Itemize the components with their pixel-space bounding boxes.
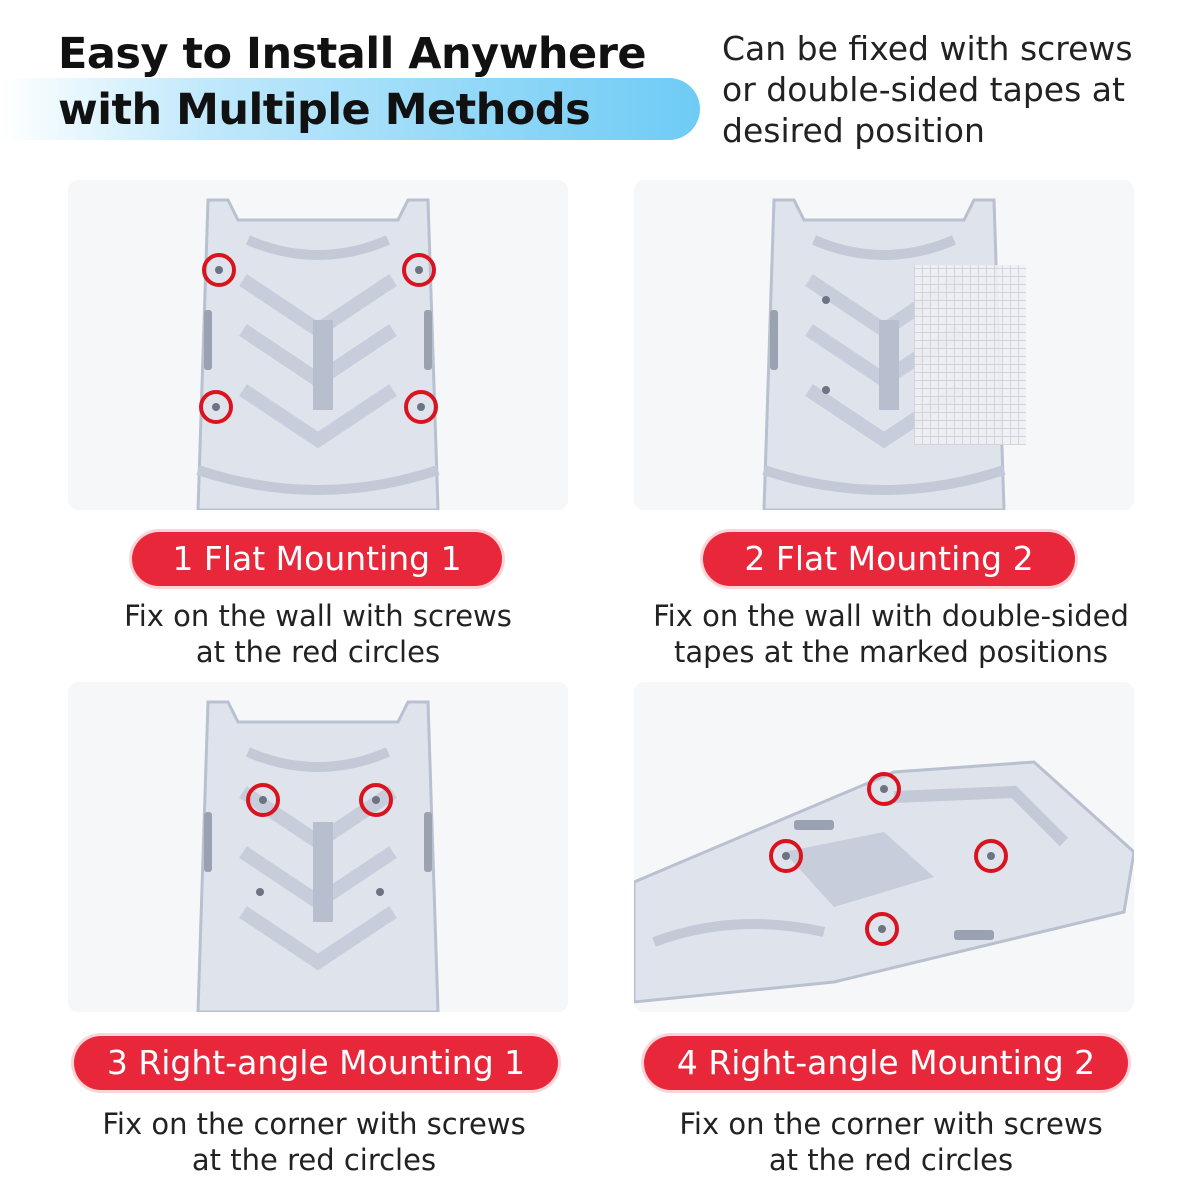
title-line-2: with Multiple Methods [58,85,591,135]
corner-mount-bracket-angled-image [634,682,1134,1012]
subtitle-line-3: desired position [722,111,985,150]
method-3-description: Fix on the corner with screws at the red… [58,1106,570,1178]
right-angle-mounting-1-photo [68,682,568,1012]
right-angle-mounting-2-photo [634,682,1134,1012]
screw-hole-circle [246,783,280,817]
screw-hole-circle [974,839,1008,873]
page-title: Easy to Install Anywhere with Multiple M… [58,26,738,138]
method-2-description: Fix on the wall with double-sided tapes … [634,598,1148,670]
wall-mount-bracket-tape-image [634,180,1134,510]
method-2-desc-line-1: Fix on the wall with double-sided [653,599,1129,633]
screw-hole-circle [202,253,236,287]
method-1-label: 1 Flat Mounting 1 [132,532,502,586]
corner-mount-bracket-image [68,682,568,1012]
wall-mount-bracket-image [68,180,568,510]
screw-hole-circle [865,912,899,946]
method-3-label: 3 Right-angle Mounting 1 [74,1036,558,1090]
screw-hole-circle [199,390,233,424]
screw-hole-circle [404,390,438,424]
screw-hole-circle [769,839,803,873]
method-4-label: 4 Right-angle Mounting 2 [644,1036,1128,1090]
page-subtitle: Can be fixed with screws or double-sided… [722,28,1162,151]
title-line-1: Easy to Install Anywhere [58,29,647,79]
method-1-desc-line-2: at the red circles [195,635,441,669]
method-1-description: Fix on the wall with screws at the red c… [68,598,568,670]
subtitle-line-2: or double-sided tapes at [722,70,1125,109]
screw-hole-circle [359,783,393,817]
subtitle-line-1: Can be fixed with screws [722,29,1133,68]
method-4-desc-line-2: at the red circles [768,1143,1014,1177]
method-2-label: 2 Flat Mounting 2 [703,532,1075,586]
title-highlight-band [0,78,700,140]
screw-hole-circle [402,253,436,287]
method-4-desc-line-1: Fix on the corner with screws [679,1107,1103,1141]
method-2-desc-line-2: tapes at the marked positions [673,635,1109,669]
method-1-desc-line-1: Fix on the wall with screws [124,599,512,633]
method-3-desc-line-2: at the red circles [191,1143,437,1177]
method-4-description: Fix on the corner with screws at the red… [634,1106,1148,1178]
method-3-desc-line-1: Fix on the corner with screws [102,1107,526,1141]
screw-hole-circle [867,772,901,806]
flat-mounting-1-photo [68,180,568,510]
flat-mounting-2-photo [634,180,1134,510]
